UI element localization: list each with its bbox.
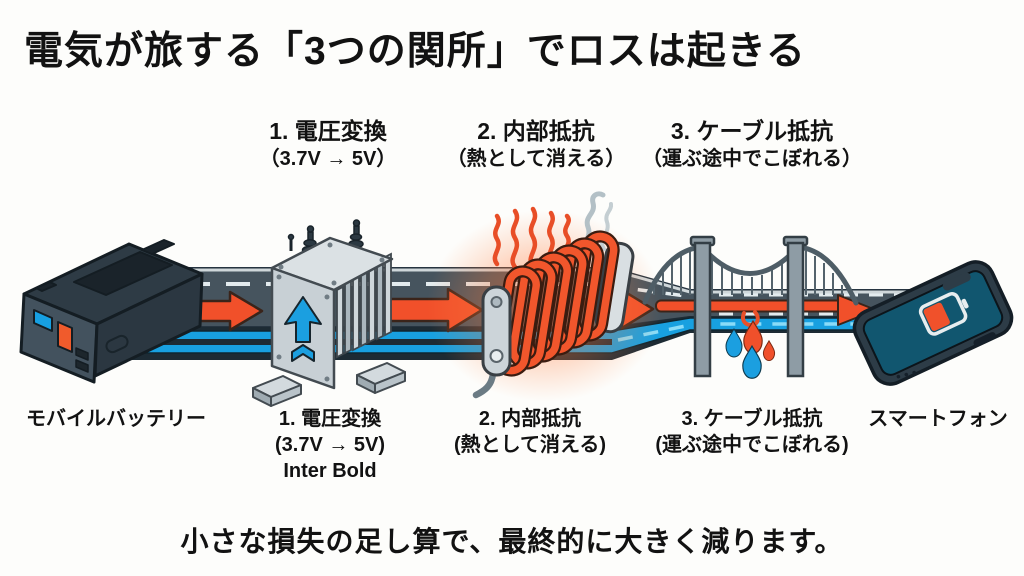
checkpoint-3-top-label: 3. ケーブル抵抗 （運ぶ途中でこぼれる）: [642, 116, 862, 173]
low-battery-icon: [918, 292, 969, 336]
conclusion-caption: 小さな損失の足し算で、最終的に大きく減ります。: [180, 526, 844, 557]
energy-flow-diagram: [19, 191, 1014, 407]
bridge-tower: [689, 235, 809, 378]
phone-side-button: [973, 332, 996, 347]
checkpoint-1-subtitle: （3.7V → 5V）: [259, 148, 397, 171]
leaking-drops-icon: [725, 310, 776, 379]
smartphone-low-battery-icon: [852, 260, 1014, 386]
step-up-arrow-icon: [284, 296, 322, 362]
page-title: 電気が旅する「3つの関所」でロスは起きる: [24, 30, 806, 73]
checkpoint-2-subtitle: （熱として消える）: [446, 148, 626, 171]
voltage-transformer-icon: [252, 219, 406, 407]
checkpoint-1-top-label: 1. 電圧変換 （3.7V → 5V）: [260, 116, 397, 173]
checkpoint-3-subtitle: （運ぶ途中でこぼれる）: [642, 148, 862, 171]
checkpoint-3-title: 3. ケーブル抵抗: [670, 118, 834, 144]
checkpoint-1-title: 1. 電圧変換: [269, 118, 387, 144]
checkpoint-2-title: 2. 内部抵抗: [477, 118, 595, 144]
smartphone-label: スマートフォン: [868, 408, 1008, 430]
coil-loops: [491, 230, 620, 377]
checkpoint-2-top-label: 2. 内部抵抗 （熱として消える）: [447, 116, 626, 173]
usb-port-orange: [57, 321, 73, 353]
checkpoint-2-bottom-label: 2. 内部抵抗 (熱として消える): [453, 408, 607, 456]
power-bank-icon: [19, 239, 204, 384]
glowing-resistor-coil-icon: [472, 191, 635, 399]
battery-label: モバイルバッテリー: [26, 408, 206, 430]
checkpoint-1-bottom-label: 1. 電圧変換 (3.7V → 5V) Inter Bold: [274, 408, 386, 482]
checkpoint-3-bottom-label: 3. ケーブル抵抗 (運ぶ途中でこぼれる): [655, 408, 849, 456]
phone-notch: [942, 272, 971, 291]
usb-port-blue: [33, 309, 53, 332]
suspension-bridge-icon: [642, 235, 859, 379]
